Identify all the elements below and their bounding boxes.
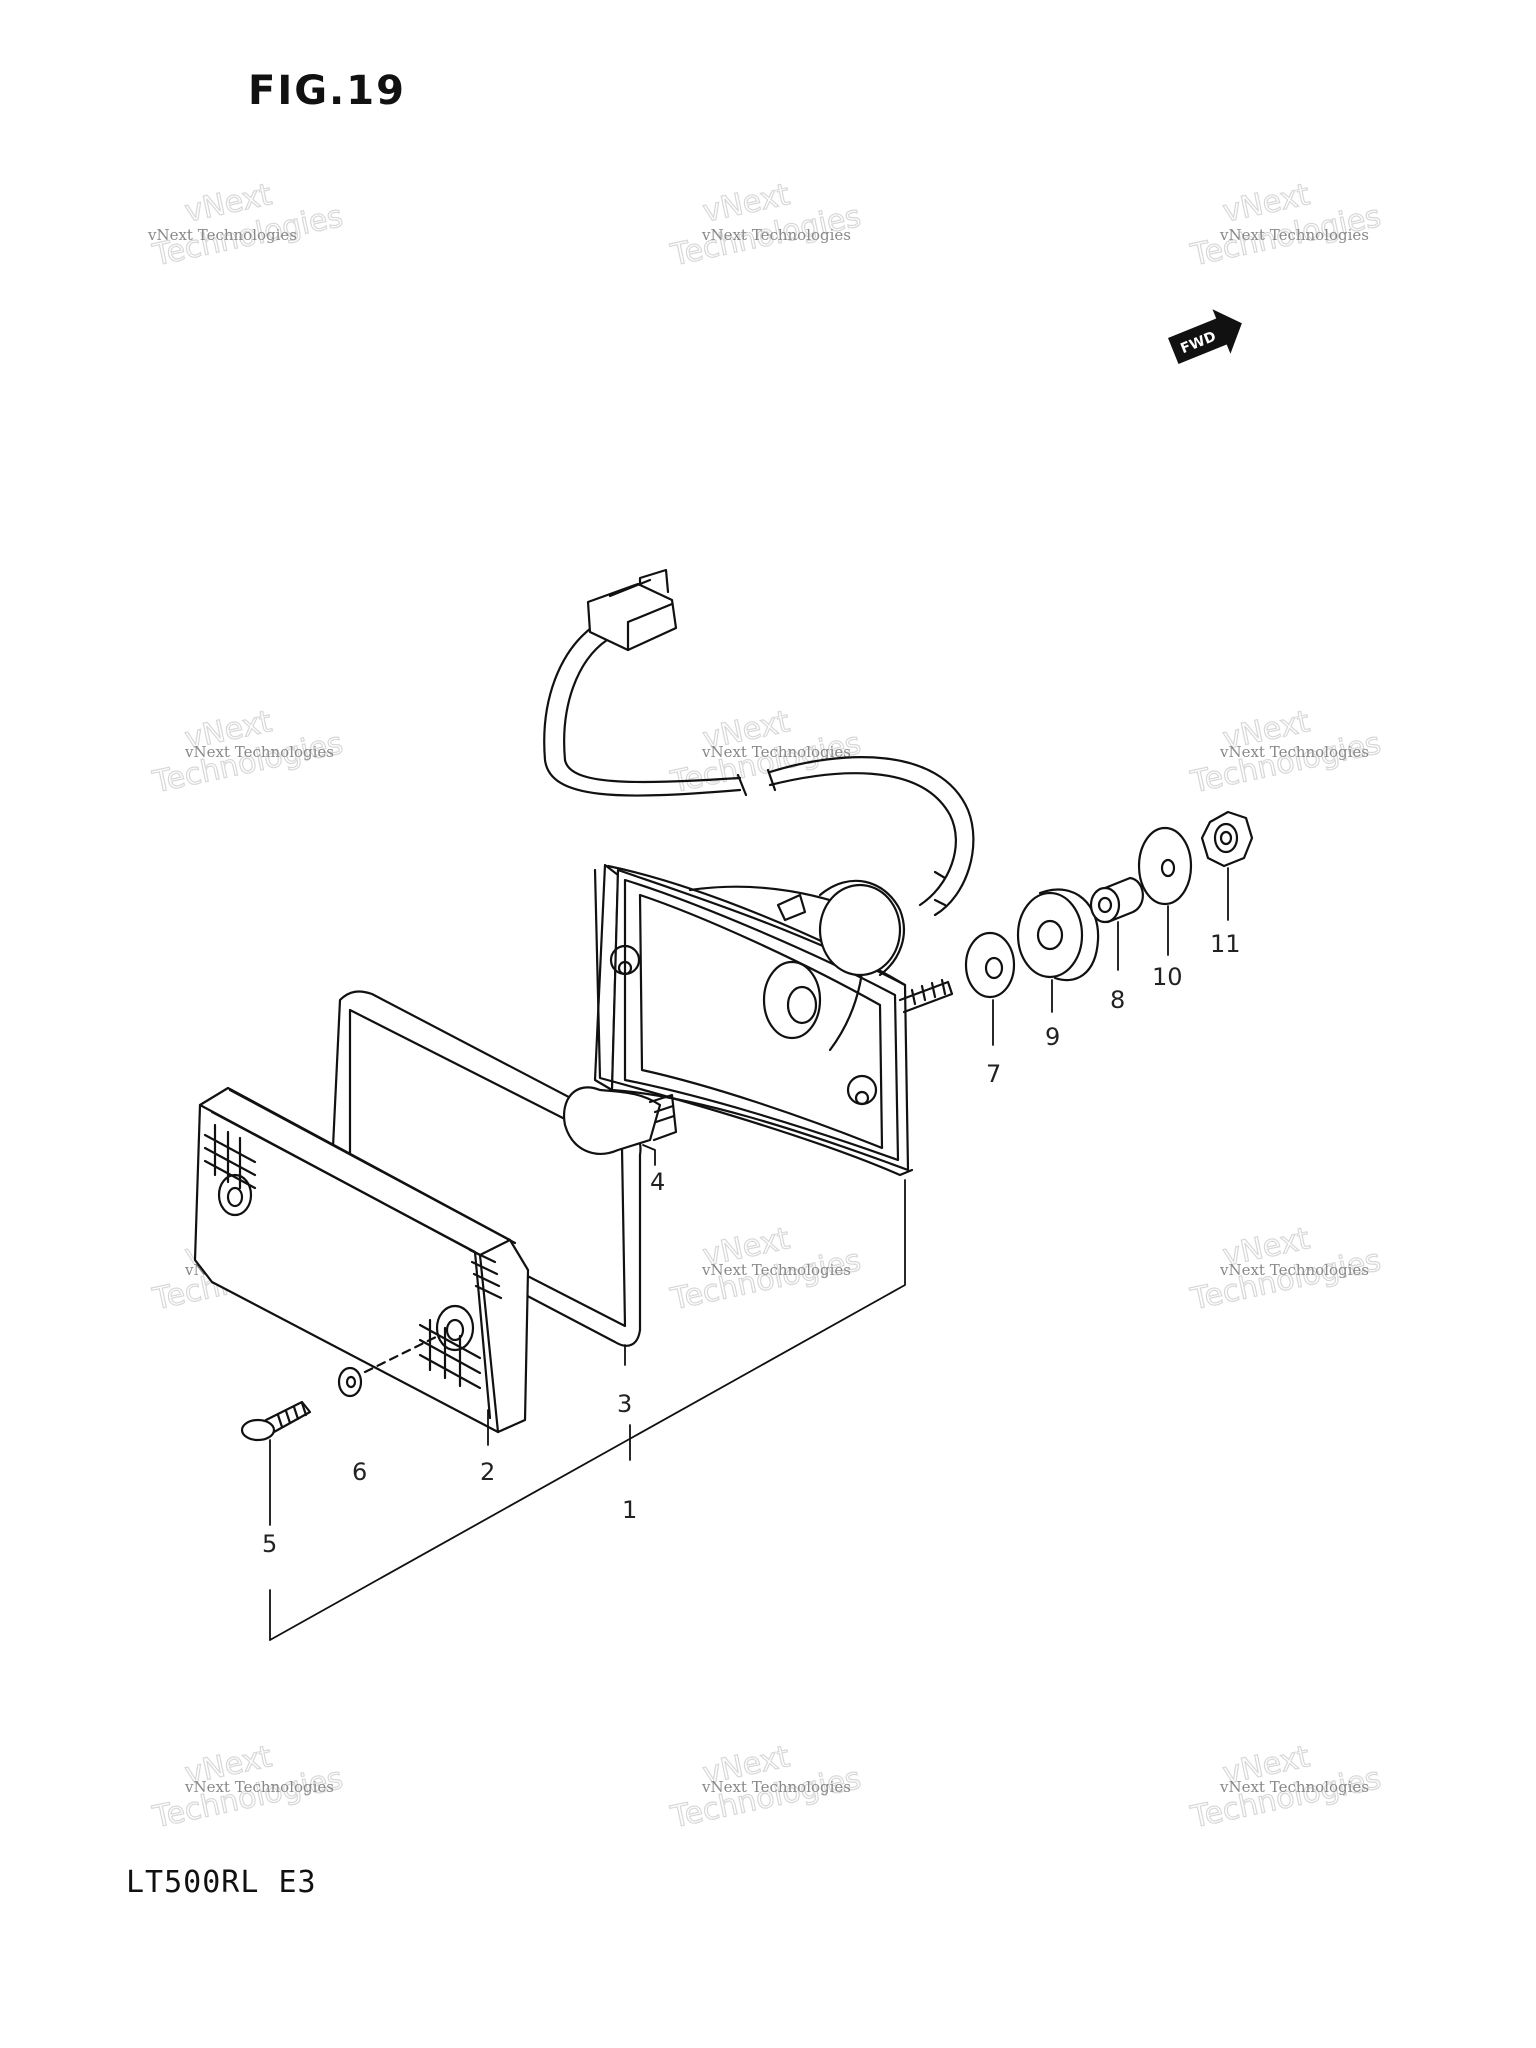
svg-text:vNext Technologies: vNext Technologies [701, 743, 851, 761]
washer-leader [363, 1333, 442, 1374]
rubber-grommet [1016, 888, 1100, 982]
callout-8: 8 [1110, 986, 1125, 1014]
svg-text:vNext Technologies: vNext Technologies [147, 226, 297, 244]
screw [240, 1400, 312, 1442]
svg-text:vNext Technologies: vNext Technologies [184, 1778, 334, 1796]
callout-2: 2 [480, 1458, 495, 1486]
figure-title: FIG.19 [248, 68, 406, 114]
svg-text:vNext Technologies: vNext Technologies [1219, 226, 1369, 244]
model-code: LT500RL E3 [126, 1865, 317, 1900]
callout-5: 5 [262, 1530, 277, 1558]
callout-1: 1 [622, 1496, 637, 1524]
wire-connector [586, 568, 678, 652]
callout-leaders [269, 867, 1229, 1641]
lamp-housing [593, 863, 954, 1177]
svg-text:vNext Technologies: vNext Technologies [701, 1778, 851, 1796]
svg-text:vNext Technologies: vNext Technologies [1219, 1778, 1369, 1796]
callout-10: 10 [1152, 963, 1183, 991]
small-washer [337, 1366, 363, 1398]
large-washer [1137, 826, 1193, 906]
wiring-harness [543, 623, 975, 917]
hex-nut [1200, 810, 1254, 868]
callout-7: 7 [986, 1060, 1001, 1088]
watermark: vNext Technologies [1187, 177, 1385, 274]
svg-text:vNext Technologies: vNext Technologies [1219, 1261, 1369, 1279]
callout-9: 9 [1045, 1023, 1060, 1051]
callout-3: 3 [617, 1390, 632, 1418]
forward-arrow-icon: FWD [1168, 309, 1242, 364]
collar [1089, 876, 1144, 924]
callout-labels: 1 2 3 4 5 6 7 8 9 10 11 [262, 930, 1241, 1558]
callout-11: 11 [1210, 930, 1241, 958]
lens [193, 1086, 530, 1434]
callout-6: 6 [352, 1458, 367, 1486]
svg-text:vNext Technologies: vNext Technologies [184, 743, 334, 761]
watermark: vNext Technologies [149, 177, 347, 274]
watermark: vNext Technologies [667, 177, 865, 274]
bulb [562, 1086, 678, 1155]
svg-text:vNext Technologies: vNext Technologies [701, 226, 851, 244]
svg-text:vNext Technologies: vNext Technologies [1219, 743, 1369, 761]
flat-washer [964, 931, 1016, 999]
svg-text:vNext Technologies: vNext Technologies [701, 1261, 851, 1279]
callout-4: 4 [650, 1168, 665, 1196]
